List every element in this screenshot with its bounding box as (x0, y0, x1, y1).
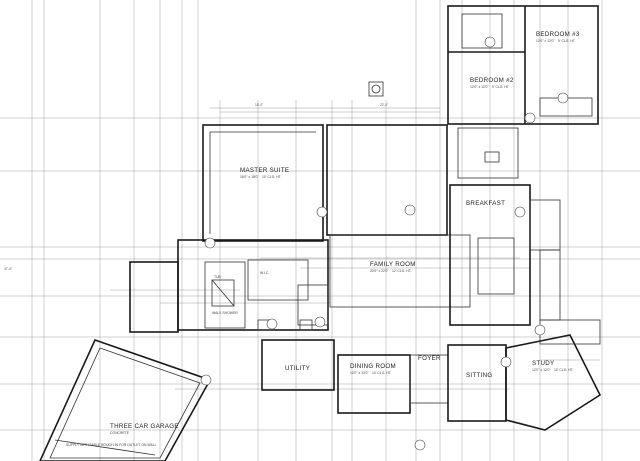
room-dining-room: DINING ROOM (350, 363, 396, 370)
room-garage-floor: CONCRETE (110, 431, 130, 435)
dimension-text: 47'-6" 18'-0" 22'-0" (4, 103, 388, 271)
room-dining-room-clg: 10' CLG. HT. (372, 371, 391, 375)
room-bedroom-2: BEDROOM #2 (470, 77, 514, 84)
room-family-room-clg: 12' CLG. HT. (392, 269, 411, 273)
room-bedroom-2-size: 12'0" x 12'0" (470, 85, 489, 89)
room-study-size: 12'0" x 12'0" (532, 368, 551, 372)
bedroom-walls (447, 5, 599, 179)
room-sitting: SITTING (466, 372, 493, 379)
notes: WALK SHOWER SUPPLY WITH TABLE ROUGH-IN F… (66, 271, 269, 447)
fixtures (211, 81, 500, 331)
dimension-ticks (110, 107, 600, 390)
lower-walls (261, 319, 602, 431)
note-tub: TUB (214, 275, 222, 279)
section-tags (200, 36, 569, 451)
room-study: STUDY (532, 360, 554, 367)
room-study-clg: 10' CLG. HT. (554, 368, 573, 372)
room-labels: MASTER SUITE 16'0" x 18'0" 10' CLG. HT. … (110, 31, 580, 435)
dim-top-master: 18'-0" (255, 103, 263, 107)
kitchen-walls (449, 184, 561, 326)
room-master-suite: MASTER SUITE (240, 167, 289, 174)
room-breakfast: BREAKFAST (466, 200, 505, 207)
note-garage: SUPPLY WITH TABLE ROUGH-IN FOR OUTLET ON… (66, 443, 157, 447)
room-bedroom-3: BEDROOM #3 (536, 31, 580, 38)
room-garage: THREE CAR GARAGE (110, 423, 179, 430)
dim-left-overall: 47'-6" (4, 267, 12, 271)
room-master-suite-clg: 10' CLG. HT. (262, 175, 281, 179)
room-bedroom-3-size: 12'0" x 12'0" (536, 39, 555, 43)
dim-top-family: 22'-0" (380, 103, 388, 107)
bath-walls (129, 239, 329, 333)
room-foyer: FOYER (418, 355, 441, 362)
family-room-walls (326, 124, 471, 308)
room-utility: UTILITY (285, 365, 310, 372)
garage-walls (39, 339, 212, 461)
room-bedroom-2-clg: 9' CLG. HT. (492, 85, 509, 89)
room-family-room: FAMILY ROOM (370, 261, 416, 268)
room-family-room-size: 20'0" x 22'0" (370, 269, 389, 273)
room-dining-room-size: 12'0" x 13'0" (350, 371, 369, 375)
note-walk-shower: WALK SHOWER (212, 311, 238, 315)
note-wic: W.I.C. (260, 271, 269, 275)
room-master-suite-size: 16'0" x 18'0" (240, 175, 259, 179)
room-bedroom-3-clg: 9' CLG. HT. (558, 39, 575, 43)
master-suite-walls (202, 124, 324, 242)
